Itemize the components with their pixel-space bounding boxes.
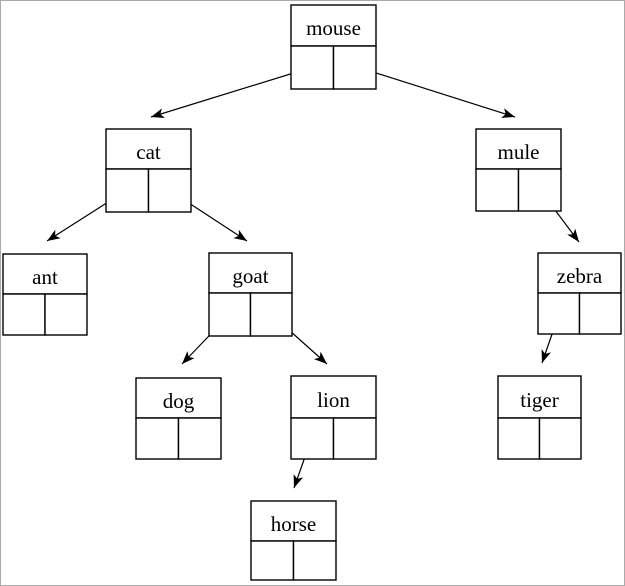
node-lion-right-cell <box>332 417 377 460</box>
node-dog-label: dog <box>163 389 195 413</box>
node-ant: ant <box>2 253 88 336</box>
node-dog: dog <box>135 377 222 460</box>
node-tiger-right-cell <box>538 417 582 460</box>
node-goat-left-cell <box>208 292 252 337</box>
node-cat-right-cell <box>147 168 192 213</box>
node-lion-label-box <box>290 375 377 419</box>
node-mouse-right-cell <box>332 45 377 90</box>
edge-mouse-right-mule <box>353 65 516 118</box>
node-zebra-left-cell <box>537 292 581 335</box>
node-mouse-label-box <box>290 4 377 47</box>
node-mule-left-cell <box>475 168 520 212</box>
node-horse-left-cell <box>250 540 295 581</box>
node-zebra-label: zebra <box>557 264 603 288</box>
node-tiger-label-box <box>497 375 582 419</box>
node-goat: goat <box>208 252 293 337</box>
node-lion: lion <box>290 375 377 460</box>
node-cat: cat <box>105 128 192 213</box>
node-mule-label: mule <box>498 140 540 164</box>
node-lion-label: lion <box>317 388 350 412</box>
node-goat-right-cell <box>249 292 293 337</box>
node-mouse-label: mouse <box>306 16 361 40</box>
node-horse: horse <box>250 500 337 581</box>
node-ant-right-cell <box>44 293 88 336</box>
node-tiger: tiger <box>497 375 582 460</box>
node-mule: mule <box>475 128 562 212</box>
node-ant-left-cell <box>2 293 46 336</box>
node-dog-left-cell <box>135 417 180 460</box>
node-ant-label: ant <box>32 265 58 289</box>
node-cat-label: cat <box>136 140 161 164</box>
node-dog-right-cell <box>177 417 222 460</box>
node-goat-label: goat <box>232 264 268 288</box>
node-mule-right-cell <box>517 168 562 212</box>
node-tiger-label: tiger <box>520 388 558 412</box>
node-zebra-right-cell <box>578 292 622 335</box>
node-horse-right-cell <box>292 540 337 581</box>
node-lion-left-cell <box>290 417 335 460</box>
node-mouse-left-cell <box>290 45 335 90</box>
node-tiger-left-cell <box>497 417 541 460</box>
node-mouse: mouse <box>290 4 377 90</box>
edge-mouse-left-cat <box>150 66 314 118</box>
node-horse-label: horse <box>271 512 317 536</box>
node-dog-label-box <box>135 377 222 419</box>
node-cat-left-cell <box>105 168 150 213</box>
node-zebra: zebra <box>537 252 622 335</box>
